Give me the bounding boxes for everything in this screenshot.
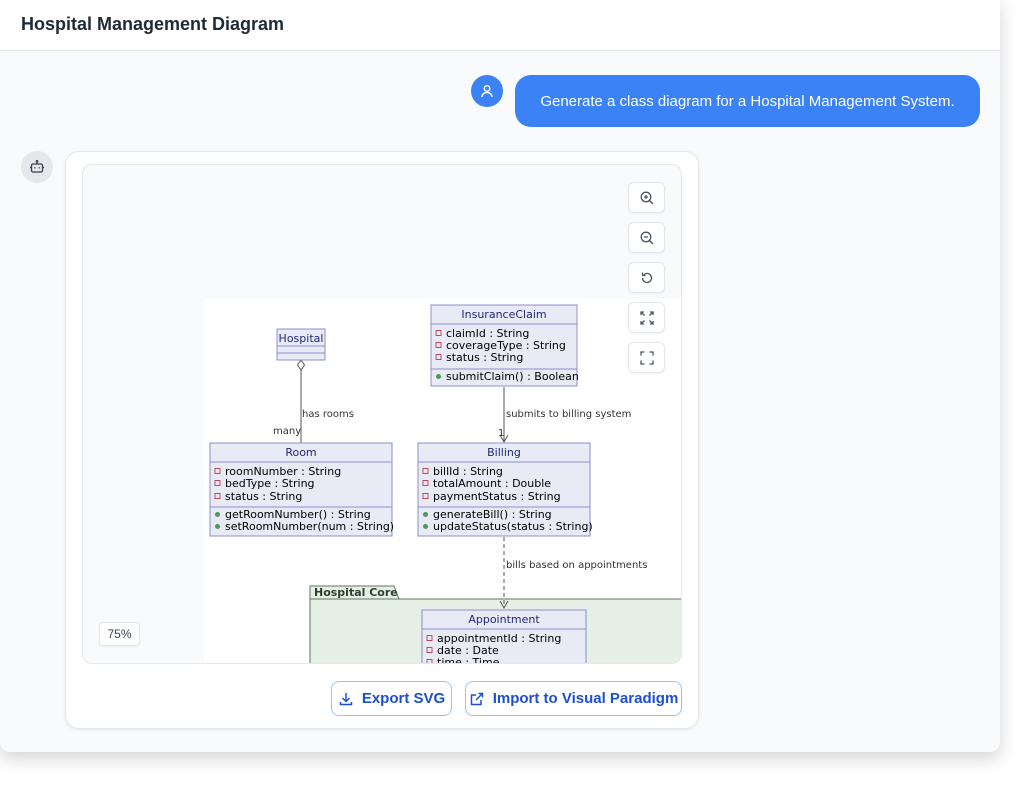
- edge-insurance-billing: submits to billing system 1: [498, 387, 631, 442]
- reset-button[interactable]: [628, 262, 665, 293]
- method-submit-claim: submitClaim() : Boolean: [446, 370, 579, 383]
- attr-room-status: status : String: [225, 490, 302, 503]
- method-update-status: updateStatus(status : String): [433, 520, 593, 533]
- class-billing[interactable]: Billing billId : String totalAmount : Do…: [418, 443, 593, 536]
- page-title: Hospital Management Diagram: [21, 14, 284, 35]
- attr-bed-type: bedType : String: [225, 477, 315, 490]
- fullscreen-button[interactable]: [628, 342, 665, 373]
- app-window: Hospital Management Diagram Generate a c…: [0, 0, 1000, 752]
- edge-label-has-rooms: has rooms: [302, 409, 354, 420]
- edge-label-submits: submits to billing system: [506, 409, 631, 420]
- class-name-appointment: Appointment: [468, 613, 540, 626]
- download-icon: [338, 691, 354, 707]
- zoom-out-button[interactable]: [628, 222, 665, 253]
- class-name-room: Room: [285, 446, 316, 459]
- zoom-out-icon: [639, 230, 655, 246]
- class-hospital[interactable]: Hospital: [277, 329, 325, 360]
- bot-avatar: [21, 151, 53, 183]
- reset-icon: [639, 270, 655, 286]
- class-name-billing: Billing: [487, 446, 521, 459]
- zoom-level-badge: 75%: [99, 622, 140, 646]
- edge-hospital-room: has rooms many: [273, 360, 354, 445]
- edge-billing-appointment: bills based on appointments: [500, 537, 647, 608]
- class-appointment[interactable]: Appointment appointmentId : String date …: [422, 610, 586, 664]
- class-room[interactable]: Room roomNumber : String bedType : Strin…: [210, 443, 394, 536]
- attr-total-amount: totalAmount : Double: [433, 477, 551, 490]
- export-svg-label: Export SVG: [362, 690, 445, 707]
- edge-label-many: many: [273, 426, 301, 437]
- import-visual-paradigm-label: Import to Visual Paradigm: [493, 690, 679, 707]
- class-insurance-claim[interactable]: InsuranceClaim claimId : String coverage…: [431, 305, 579, 386]
- fit-icon: [639, 310, 655, 326]
- user-avatar: [471, 75, 503, 107]
- attr-status: status : String: [446, 351, 523, 364]
- fit-to-screen-button[interactable]: [628, 302, 665, 333]
- user-message-text: Generate a class diagram for a Hospital …: [540, 93, 954, 110]
- header: Hospital Management Diagram: [0, 0, 1000, 51]
- edge-label-bills-based: bills based on appointments: [506, 560, 647, 571]
- zoom-in-icon: [639, 190, 655, 206]
- class-diagram: Hospital Core has rooms many submits to …: [204, 299, 682, 664]
- method-set-room-number: setRoomNumber(num : String): [225, 520, 394, 533]
- bot-icon: [29, 159, 45, 175]
- edge-label-one: 1: [498, 428, 504, 439]
- import-visual-paradigm-button[interactable]: Import to Visual Paradigm: [465, 681, 682, 716]
- export-svg-button[interactable]: Export SVG: [331, 681, 452, 716]
- attr-time: time : Time: [437, 656, 500, 664]
- zoom-level-text: 75%: [107, 627, 131, 641]
- attr-payment-status: paymentStatus : String: [433, 490, 561, 503]
- user-message-bubble: Generate a class diagram for a Hospital …: [515, 75, 980, 127]
- fullscreen-icon: [639, 350, 655, 366]
- class-name-hospital: Hospital: [279, 332, 324, 345]
- diagram-canvas[interactable]: Hospital Core has rooms many submits to …: [204, 299, 682, 664]
- external-link-icon: [469, 691, 485, 707]
- diagram-viewer[interactable]: Hospital Core has rooms many submits to …: [82, 164, 682, 664]
- user-icon: [479, 83, 495, 99]
- zoom-in-button[interactable]: [628, 182, 665, 213]
- package-label: Hospital Core: [314, 586, 398, 599]
- class-name-insurance-claim: InsuranceClaim: [461, 308, 546, 321]
